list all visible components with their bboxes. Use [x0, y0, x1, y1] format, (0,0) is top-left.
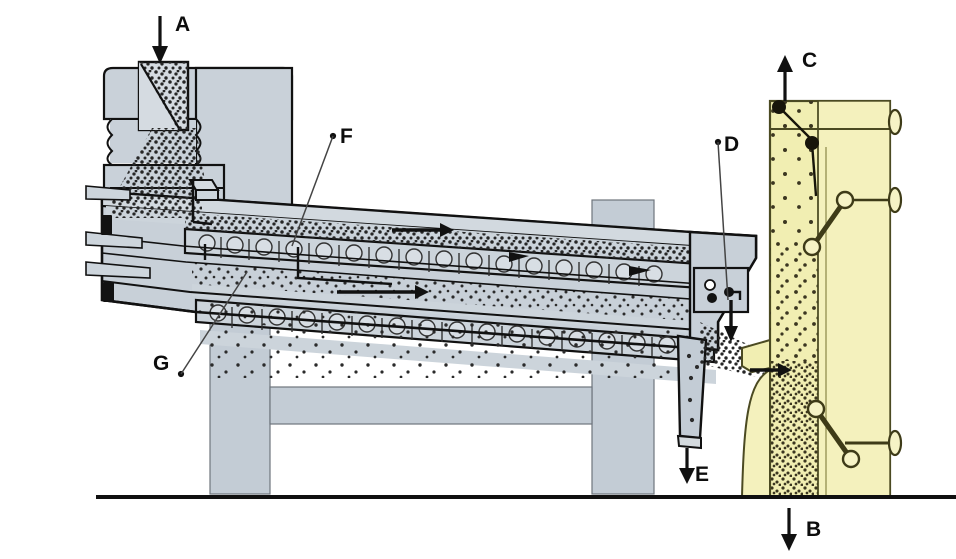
label-G: G: [153, 352, 170, 375]
deck-inlet-hood: [188, 179, 220, 226]
linkage-upper-pivot-bottom: [802, 237, 822, 257]
label-C: C: [802, 49, 818, 72]
sensor-cable-upper: [778, 106, 813, 141]
discharge-chute-lip: [676, 434, 702, 450]
label-leader-G: [177, 271, 248, 378]
feed-end-material: [112, 196, 202, 218]
valve-indicator-top: [887, 108, 903, 136]
label-leader-F: [291, 132, 337, 247]
support-cross-brace: [269, 386, 593, 425]
arrow-mid-deck-small: [509, 252, 651, 276]
sensor-cable-lower: [810, 142, 818, 197]
arrow-upper-deck-flow: [392, 223, 454, 237]
discharge-end-housing: [688, 230, 758, 352]
discharge-inspection-box: [692, 266, 750, 314]
silo-linkage-lower: [806, 399, 888, 469]
silo-inner-wall: [817, 100, 891, 498]
feed-end-flanges: [85, 185, 151, 279]
linkage-lower-pivot-top: [806, 399, 826, 419]
label-D: D: [724, 133, 740, 156]
upper-deck-perforations: [198, 234, 663, 283]
inspection-port-closed: [707, 293, 717, 303]
linkage-upper-pivot-top: [835, 190, 855, 210]
chute-rivets: [686, 353, 699, 423]
vibration-isolator-mounts: [101, 215, 114, 302]
arrow-oversize-drop: [724, 300, 738, 342]
flow-arrows: [337, 223, 792, 377]
valve-indicator-middle: [887, 186, 903, 214]
label-F: F: [340, 125, 353, 148]
label-arrow-A: [152, 16, 168, 64]
label-B: B: [806, 518, 822, 541]
label-arrow-E: [679, 448, 695, 484]
discharge-chute: [676, 334, 708, 450]
linkage-lower-arm: [815, 410, 852, 458]
arrow-fines-into-silo: [750, 363, 792, 377]
deck-baffles: [203, 244, 393, 286]
product-silo: [740, 99, 903, 499]
silo-linkage-upper: [802, 190, 888, 257]
label-leader-D: [714, 138, 729, 301]
valve-indicator-bottom: [887, 429, 903, 457]
feed-hopper: [137, 60, 190, 132]
arrow-lower-deck-flow: [337, 285, 429, 299]
label-A: A: [175, 13, 191, 36]
linkage-lower-pivot-bottom: [841, 449, 861, 469]
discharge-link-line: [729, 290, 742, 300]
stored-granular-material: [770, 101, 818, 497]
label-arrow-B: [781, 508, 797, 551]
label-arrows: [152, 16, 797, 551]
inspection-port-open: [704, 279, 716, 291]
label-arrow-C: [777, 55, 793, 101]
upper-deck-ribs: [220, 237, 640, 286]
bottom-pan-fines: [205, 330, 705, 378]
label-E: E: [695, 463, 710, 486]
